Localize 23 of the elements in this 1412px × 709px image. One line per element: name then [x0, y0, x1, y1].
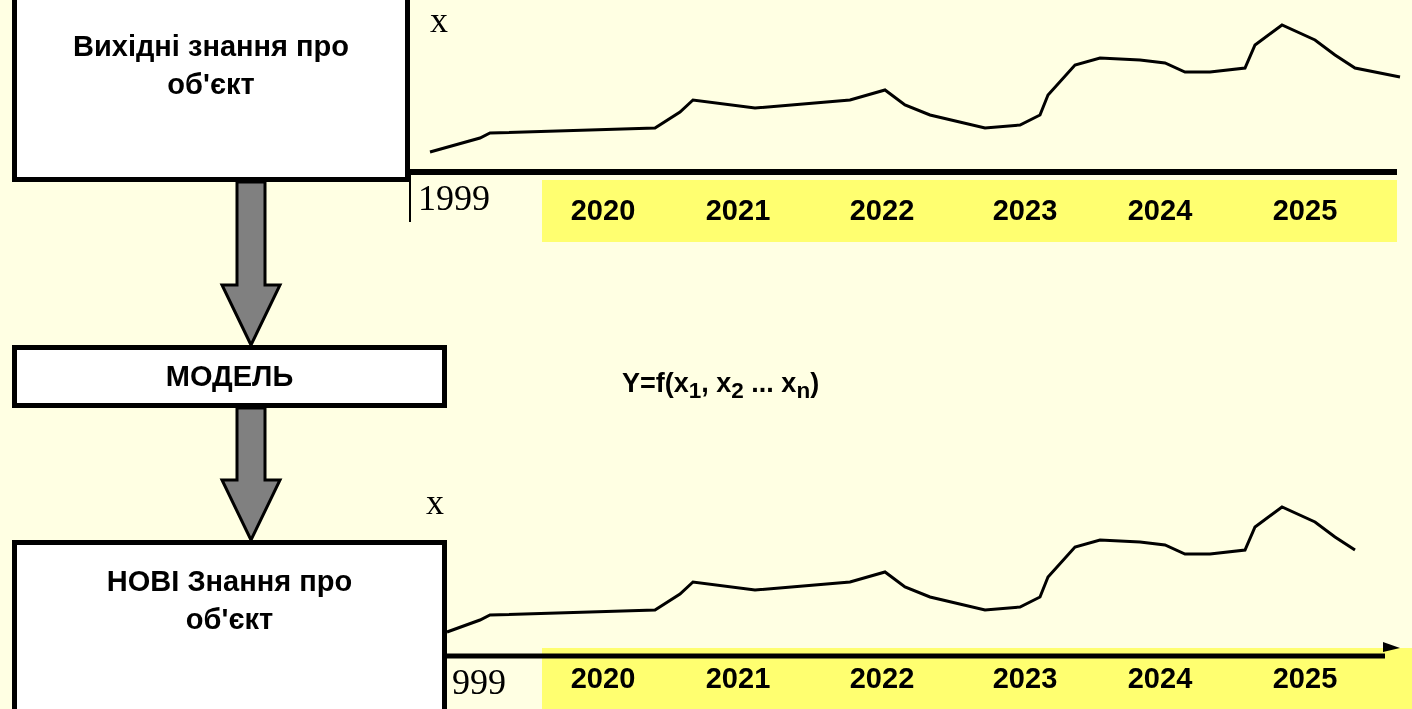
tick-label: 2024: [1127, 664, 1193, 693]
tick-label: 2020: [570, 196, 636, 225]
tick-label: 2025: [1272, 664, 1338, 693]
tick-label: 2020: [570, 664, 636, 693]
axis-title: x: [426, 484, 444, 520]
box-label: Вихідні знання про об'єкт: [72, 29, 350, 102]
tick-label: 2023: [992, 196, 1058, 225]
text-box: [12, 0, 410, 182]
tick-label: 2023: [992, 664, 1058, 693]
tick-label: 999: [452, 664, 506, 700]
tick-label: 2021: [705, 664, 771, 693]
axis-title: x: [430, 2, 448, 38]
text-box: [12, 345, 447, 408]
box-label: НОВІ Знання про об'єкт: [105, 564, 354, 637]
tick-label: 2021: [705, 196, 771, 225]
tick-label: 2022: [849, 196, 915, 225]
formula-text: Y=f(x$_{1}$, x$_{2}$ ... x$_{n}$): [622, 370, 820, 403]
tick-label: 2024: [1127, 196, 1193, 225]
tick-label: 1999: [418, 180, 490, 216]
box-label: МОДЕЛЬ: [165, 358, 294, 394]
tick-label: 2025: [1272, 196, 1338, 225]
tick-label: 2022: [849, 664, 915, 693]
text-box: [12, 540, 447, 709]
